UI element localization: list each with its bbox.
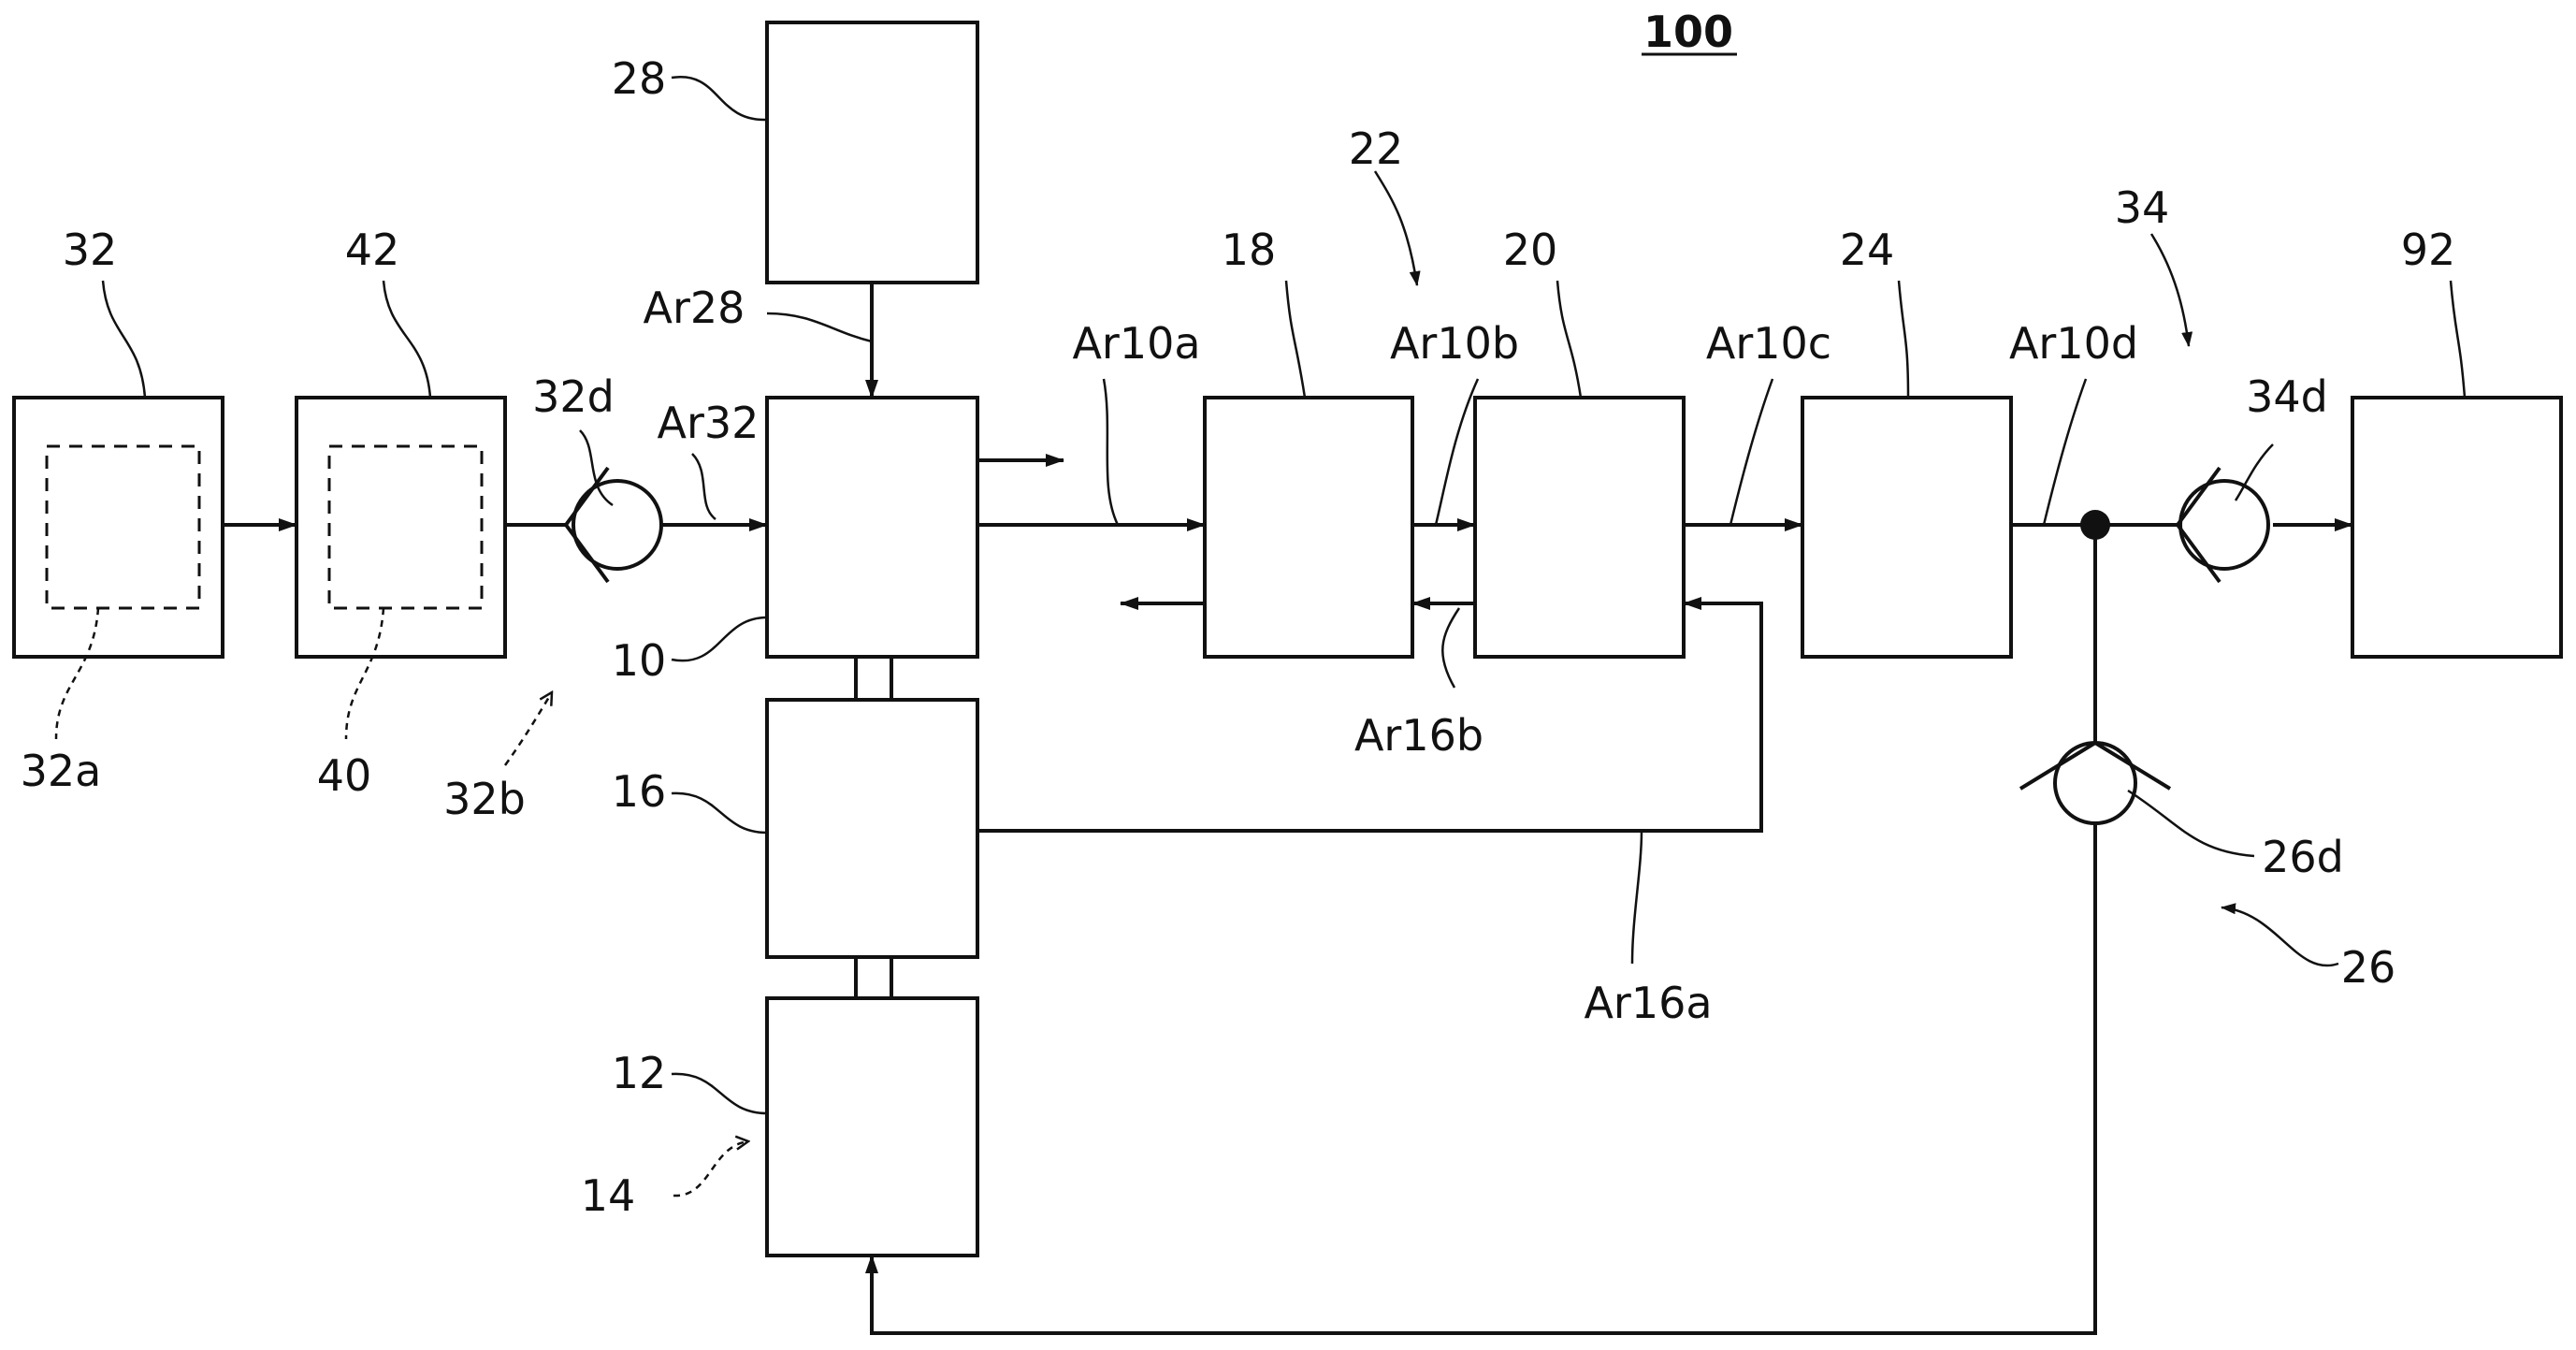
leader-32 [101, 280, 147, 399]
leader-28 [671, 75, 768, 122]
label-ar10c: Ar10c [1706, 318, 1831, 369]
label-ar16a: Ar16a [1584, 978, 1712, 1028]
leader-16 [671, 791, 768, 835]
block-28 [765, 21, 979, 284]
block-42 [295, 396, 507, 659]
leader-ar10a [1102, 378, 1120, 526]
valve-34d [2178, 479, 2270, 571]
valve-32d [572, 479, 663, 571]
label-ar28: Ar28 [644, 283, 745, 333]
label-16: 16 [612, 766, 667, 817]
label-40: 40 [317, 750, 372, 801]
leader-ar10d [2042, 378, 2088, 526]
label-32b: 32b [443, 774, 526, 824]
valve-34d-symbol [2176, 466, 2221, 584]
label-12: 12 [612, 1048, 667, 1098]
leader-22 [1373, 170, 1421, 286]
leader-14 [673, 1141, 748, 1198]
label-28: 28 [612, 53, 667, 104]
label-10: 10 [612, 635, 667, 686]
leader-18 [1284, 280, 1307, 399]
label-24: 24 [1840, 225, 1895, 275]
leader-ar10c [1729, 378, 1774, 526]
leader-12 [671, 1072, 768, 1115]
block-32a-inner [45, 444, 201, 610]
leader-32b [503, 692, 552, 766]
label-34d: 34d [2246, 371, 2328, 422]
flow-ar16a [977, 597, 1763, 833]
leader-ar10b [1434, 378, 1480, 526]
label-14: 14 [581, 1170, 636, 1221]
label-ar32: Ar32 [658, 398, 760, 448]
block-16 [765, 698, 979, 959]
label-42: 42 [345, 225, 400, 275]
leader-ar28 [766, 312, 873, 343]
label-20: 20 [1503, 225, 1558, 275]
label-92: 92 [2401, 225, 2456, 275]
leader-26d [2127, 789, 2255, 858]
leader-ar16b [1441, 607, 1461, 689]
label-ar10a: Ar10a [1072, 318, 1200, 369]
label-ar10d: Ar10d [2009, 318, 2138, 369]
block-12 [765, 996, 979, 1257]
label-18: 18 [1222, 225, 1277, 275]
leader-92 [2449, 280, 2467, 399]
valve-32d-symbol [564, 466, 610, 584]
block-18 [1203, 396, 1414, 659]
block-20 [1473, 396, 1686, 659]
label-32a: 32a [21, 746, 102, 796]
label-ar16b: Ar16b [1354, 710, 1483, 761]
leader-ar16a [1630, 830, 1643, 965]
figure-number: 100 [1643, 7, 1733, 57]
label-ar10b: Ar10b [1390, 318, 1519, 369]
leader-42 [382, 280, 432, 399]
label-32d: 32d [532, 371, 615, 422]
leader-24 [1897, 280, 1910, 399]
label-26d: 26d [2262, 832, 2344, 882]
block-10 [765, 396, 979, 659]
leader-34 [2149, 233, 2193, 347]
label-32: 32 [63, 225, 118, 275]
leader-34d [2234, 443, 2274, 501]
leader-26 [2221, 903, 2339, 967]
flow-return-to-12 [865, 823, 2097, 1335]
block-40-inner [327, 444, 484, 610]
label-22: 22 [1349, 123, 1404, 174]
block-92 [2351, 396, 2563, 659]
valve-26d-symbol [2019, 741, 2172, 791]
block-24 [1801, 396, 2013, 659]
leader-10 [671, 616, 768, 662]
label-26: 26 [2341, 942, 2396, 993]
valve-26d [2053, 741, 2137, 825]
label-34: 34 [2115, 182, 2170, 233]
leader-ar32 [691, 453, 716, 520]
leader-20 [1556, 280, 1583, 399]
leader-32d [579, 429, 614, 507]
leader-32a [54, 607, 100, 740]
block-32 [12, 396, 224, 659]
